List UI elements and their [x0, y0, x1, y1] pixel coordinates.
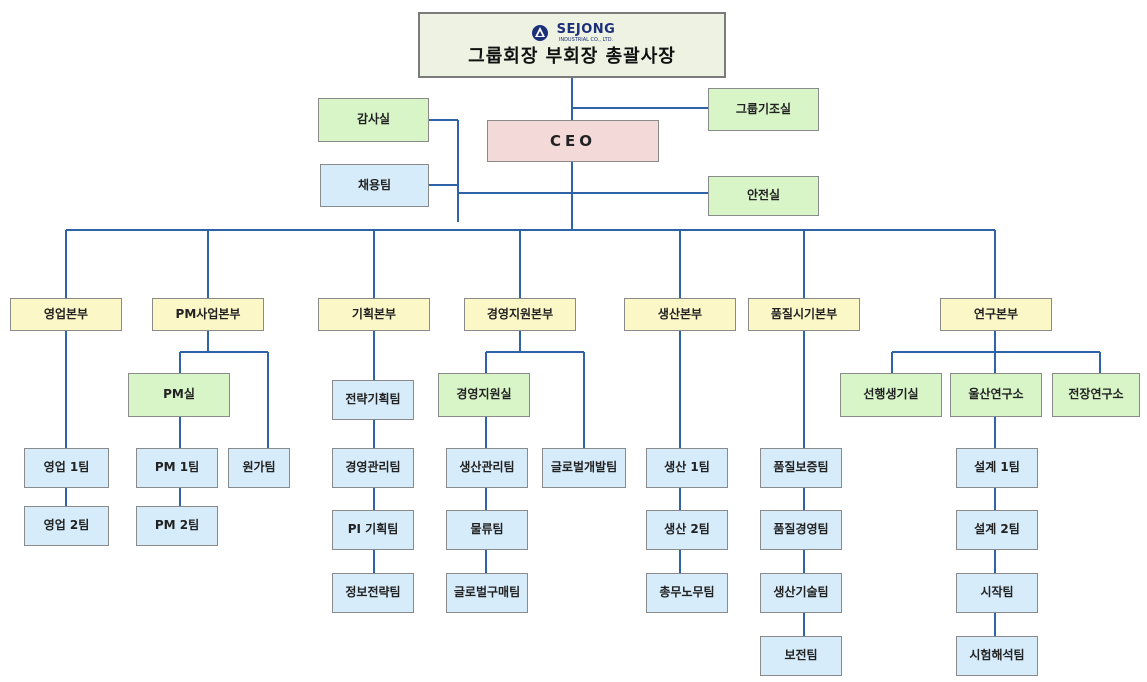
team-design-2: 설계 2팀 — [956, 510, 1038, 550]
division-planning: 기획본부 — [318, 298, 430, 331]
team-sales-2: 영업 2팀 — [24, 506, 109, 546]
team-management-control: 경영관리팀 — [332, 448, 414, 488]
team-test-analysis: 시험해석팀 — [956, 636, 1038, 676]
brand-name: SEJONG — [556, 22, 616, 38]
team-global-dev: 글로벌개발팀 — [542, 448, 626, 488]
executive-box: SEJONG INDUSTRIAL CO., LTD. 그룹회장 부회장 총괄사… — [418, 12, 726, 78]
team-production-tech: 생산기술팀 — [760, 573, 842, 613]
team-cost: 원가팀 — [228, 448, 290, 488]
team-quality-assurance: 품질보증팀 — [760, 448, 842, 488]
team-global-purchasing: 글로벌구매팀 — [446, 573, 528, 613]
team-sales-1: 영업 1팀 — [24, 448, 109, 488]
brand-subtitle: INDUSTRIAL CO., LTD. — [558, 36, 614, 43]
team-production-2: 생산 2팀 — [646, 510, 728, 550]
pm-office-box: PM실 — [128, 373, 230, 417]
logo-row: SEJONG INDUSTRIAL CO., LTD. — [529, 23, 616, 43]
team-prototype: 시작팀 — [956, 573, 1038, 613]
ceo-box: CEO — [487, 120, 659, 162]
team-general-affairs: 총무노무팀 — [646, 573, 728, 613]
team-strategy-planning: 전략기획팀 — [332, 380, 414, 420]
team-pm-2: PM 2팀 — [136, 506, 218, 546]
audit-office-box: 감사실 — [318, 98, 429, 142]
hr-team-box: 채용팀 — [320, 164, 429, 207]
team-logistics: 물류팀 — [446, 510, 528, 550]
team-design-1: 설계 1팀 — [956, 448, 1038, 488]
division-sales: 영업본부 — [10, 298, 122, 331]
team-pi-planning: PI 기획팀 — [332, 510, 414, 550]
management-support-office-box: 경영지원실 — [438, 373, 530, 417]
division-production: 생산본부 — [624, 298, 736, 331]
team-production-1: 생산 1팀 — [646, 448, 728, 488]
team-pm-1: PM 1팀 — [136, 448, 218, 488]
safety-office-box: 안전실 — [708, 176, 819, 216]
sejong-logo-icon — [531, 25, 548, 42]
jeonjang-lab-box: 전장연구소 — [1052, 373, 1140, 417]
division-management-support: 경영지원본부 — [464, 298, 576, 331]
team-maintenance: 보전팀 — [760, 636, 842, 676]
division-pm: PM사업본부 — [152, 298, 264, 331]
executive-title: 그룹회장 부회장 총괄사장 — [468, 46, 676, 67]
team-quality-management: 품질경영팀 — [760, 510, 842, 550]
division-quality: 품질시기본부 — [748, 298, 860, 331]
group-planning-box: 그룹기조실 — [708, 88, 819, 131]
advanced-dev-box: 선행생기실 — [840, 373, 942, 417]
ulsan-lab-box: 울산연구소 — [950, 373, 1042, 417]
division-research: 연구본부 — [940, 298, 1052, 331]
team-production-control: 생산관리팀 — [446, 448, 528, 488]
team-info-strategy: 정보전략팀 — [332, 573, 414, 613]
